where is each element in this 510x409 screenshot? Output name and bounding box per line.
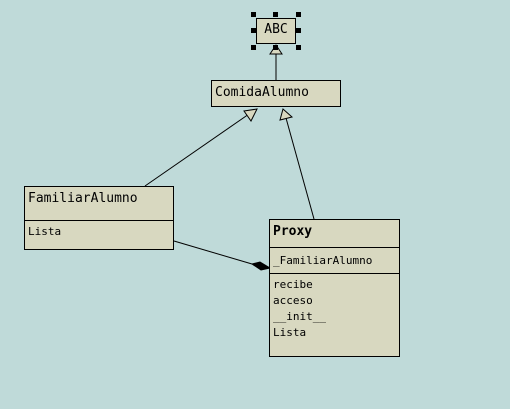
proxy-methods: recibe acceso __init__ Lista — [270, 273, 399, 341]
selection-handle-mid-left[interactable] — [251, 28, 256, 33]
selection-handle-top-right[interactable] — [296, 12, 301, 17]
composition-diamond — [250, 261, 272, 271]
familiar-alumno-members: Lista — [25, 220, 173, 240]
inheritance-line-proxy-comida[interactable] — [285, 117, 315, 220]
selection-handle-bottom-right[interactable] — [296, 45, 301, 50]
proxy-method-lista: Lista — [273, 326, 307, 339]
selection-handle-top-left[interactable] — [251, 12, 256, 17]
selection-handle-bottom-mid[interactable] — [273, 45, 278, 50]
proxy-method-acceso: acceso — [273, 294, 313, 307]
class-comida-alumno-name: ComidaAlumno — [215, 85, 309, 100]
proxy-method-recibe: recibe — [273, 278, 313, 291]
class-abc-name: ABC — [264, 22, 288, 37]
selection-handle-mid-right[interactable] — [296, 28, 301, 33]
composition-line-familiar-proxy[interactable] — [173, 240, 253, 265]
class-comida-alumno[interactable]: ComidaAlumno — [211, 80, 341, 107]
inheritance-arrowhead-familiar — [243, 108, 258, 122]
proxy-attribute: _FamiliarAlumno — [273, 254, 373, 267]
class-familiar-alumno[interactable]: FamiliarAlumno Lista — [24, 186, 174, 250]
class-proxy-name: Proxy — [273, 224, 313, 239]
familiar-member-lista: Lista — [28, 225, 62, 238]
selection-handle-top-mid[interactable] — [273, 12, 278, 17]
selection-handle-bottom-left[interactable] — [251, 45, 256, 50]
proxy-attributes: _FamiliarAlumno — [270, 247, 399, 273]
inheritance-arrowhead-proxy — [279, 108, 294, 121]
class-proxy[interactable]: Proxy _FamiliarAlumno recibe acceso __in… — [269, 219, 400, 357]
proxy-method-init: __init__ — [273, 310, 326, 323]
inheritance-line-familiar-comida[interactable] — [144, 113, 250, 187]
class-abc[interactable]: ABC — [256, 18, 296, 44]
class-familiar-alumno-name: FamiliarAlumno — [28, 191, 138, 206]
